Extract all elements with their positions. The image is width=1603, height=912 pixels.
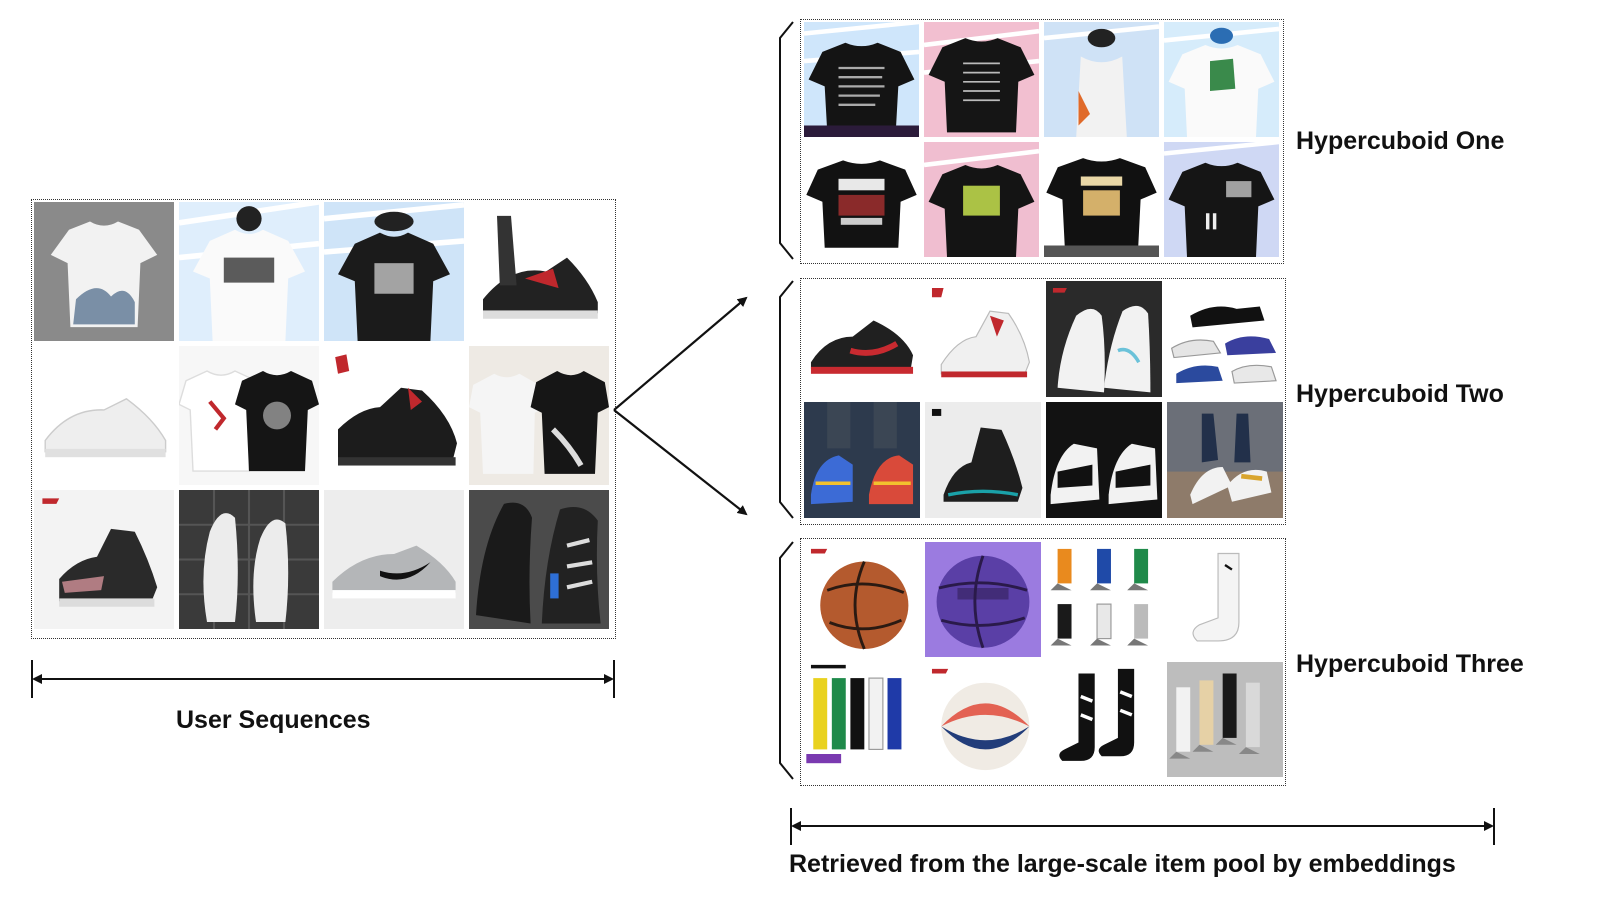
item-image-colorful-socks-set [1046, 542, 1162, 657]
item-image-white-anime-tshirt [1164, 22, 1279, 137]
bracket-hypercuboid-two [779, 280, 794, 519]
item-image-white-black-tshirt-set [469, 346, 609, 485]
item-image-black-teal-high-shoe [925, 402, 1041, 518]
item-image-national-black-tshirt [804, 142, 919, 257]
item-image-multiple-basketball-shoes [1167, 281, 1283, 397]
hypercuboid-one-grid [800, 19, 1284, 264]
hypercuboid-three-label: Hypercuboid Three [1296, 650, 1524, 678]
item-image-black-red-high-sneaker [324, 346, 464, 485]
user-sequences-label: User Sequences [176, 706, 371, 734]
item-image-white-graphic-tshirt [34, 202, 174, 341]
item-image-white-red-high-shoe [925, 281, 1041, 397]
retrieved-label: Retrieved from the large-scale item pool… [789, 850, 1456, 878]
item-image-black-white-socks [1046, 662, 1162, 777]
item-image-brown-basketball [804, 542, 920, 657]
arrow-to-hypercuboid-two [613, 296, 748, 411]
item-image-white-crew-sock [1167, 542, 1283, 657]
hypercuboid-one-label: Hypercuboid One [1296, 127, 1505, 155]
item-image-purple-basketball [925, 542, 1041, 657]
item-image-grey-socks-set [1167, 662, 1283, 777]
item-image-white-sneaker-pair [179, 490, 319, 629]
item-image-grey-swoosh-sneaker [324, 490, 464, 629]
item-image-black-white-running-sneaker [469, 490, 609, 629]
hypercuboid-two-label: Hypercuboid Two [1296, 380, 1504, 408]
item-image-colorful-sole-shoes [804, 402, 920, 518]
item-image-all-star-basketball [925, 662, 1041, 777]
item-image-elite-socks-set [804, 662, 920, 777]
item-image-black-white-retro-shoe [1046, 402, 1162, 518]
item-image-white-gold-shoe [1167, 402, 1283, 518]
item-image-white-chunky-sneaker [34, 346, 174, 485]
bracket-hypercuboid-three [779, 541, 794, 780]
item-image-red-black-sneaker [469, 202, 609, 341]
arrow-to-hypercuboid-three [613, 409, 748, 516]
item-image-black-graphic-tshirt-back [924, 22, 1039, 137]
item-image-white-black-tshirt-pair [179, 346, 319, 485]
item-image-black-pink-high-sneaker [34, 490, 174, 629]
item-image-cash-payment-tshirt [179, 202, 319, 341]
item-image-daily-black-tshirt-07 [1164, 142, 1279, 257]
item-image-white-high-top-shoe [1046, 281, 1162, 397]
hypercuboid-three-grid [800, 538, 1286, 786]
item-image-white-tank-top [1044, 22, 1159, 137]
item-image-pikachu-black-tshirt [324, 202, 464, 341]
item-image-teoman-black-tshirt [1044, 142, 1159, 257]
item-image-silineo-black-tshirt [924, 142, 1039, 257]
bracket-hypercuboid-one [779, 21, 794, 260]
hypercuboid-two-grid [800, 278, 1286, 525]
item-image-black-text-tshirt [804, 22, 919, 137]
item-image-black-red-basketball-shoe [804, 281, 920, 397]
